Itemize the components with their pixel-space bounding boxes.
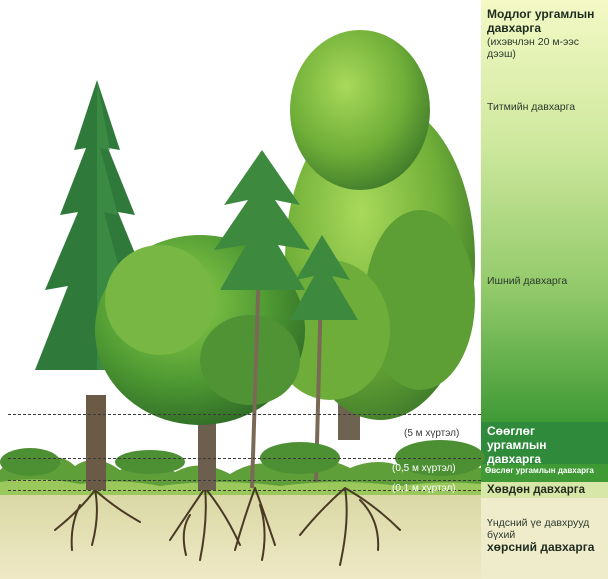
canopy-layer-group: Модлог ургамлын давхарга (ихэвчлэн 20 м-… xyxy=(481,8,608,60)
herb-boundary-line xyxy=(8,458,481,459)
shrub-boundary-line xyxy=(8,414,481,415)
moss-height-hint: (0,1 м хүртэл) xyxy=(392,483,456,494)
soil-line-2: хөрсний давхарга xyxy=(487,541,605,555)
moss-layer-label: Хөвдөн давхарга xyxy=(481,484,608,497)
moss-boundary-line xyxy=(8,480,481,481)
soil-line-1: Үндсний үе давхрууд бүхий xyxy=(487,517,605,541)
canopy-note: (ихэвчлэн 20 м-ээс дээш) xyxy=(481,36,605,60)
trunk-layer-label: Ишний давхарга xyxy=(481,275,608,287)
layer-panel-background xyxy=(481,0,608,422)
shrub-height-hint: (5 м хүртэл) xyxy=(404,428,459,439)
herb-layer-label: Өвслөг ургамлын давхарга xyxy=(481,466,608,475)
tall-deciduous-tree xyxy=(270,30,475,440)
soil-layer-group: Үндсний үе давхрууд бүхий хөрсний давхар… xyxy=(481,517,605,555)
shrub-layer-label: Сөөглөг ургамлын давхарга xyxy=(481,425,597,466)
crown-layer-label: Титмийн давхарга xyxy=(481,101,608,113)
herb-height-hint: (0,5 м хүртэл) xyxy=(392,463,456,474)
canopy-title: Модлог ургамлын давхарга xyxy=(481,8,605,36)
